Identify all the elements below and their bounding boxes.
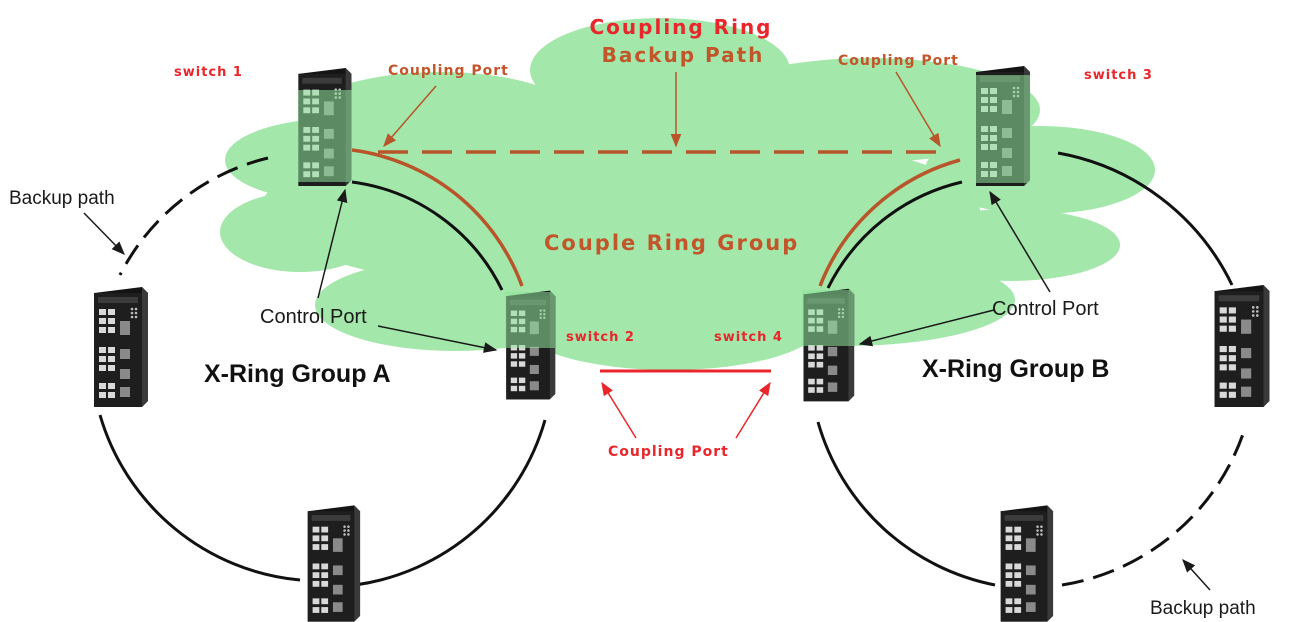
ring-a-backup-segment xyxy=(118,156,269,276)
ring-b-top-left-arc xyxy=(826,180,963,289)
couple-ring-cloud xyxy=(220,18,1155,370)
arrow-coupling-port-4 xyxy=(735,381,771,439)
ring-a-bottom-right-arc xyxy=(354,419,547,587)
coupling-port-label-1: Coupling Port xyxy=(388,63,509,79)
cloud-overlay-on-switches xyxy=(298,75,1030,348)
arrow-backup-path-a xyxy=(83,212,125,255)
switch-device-icon-bottom-a xyxy=(307,505,361,622)
ring-b-top-right-arc xyxy=(1057,151,1234,286)
ring-b-bottom-left-arc xyxy=(816,421,996,587)
control-port-label-a: Control Port xyxy=(260,306,367,328)
ring-a-bottom-left-arc xyxy=(98,414,301,582)
coupling-ring-title-line2: Backup Path xyxy=(602,43,765,67)
arrow-control-port-a-switch2 xyxy=(377,325,498,353)
coupling-port-label-bottom: Coupling Port xyxy=(608,444,729,460)
ring-a-top-right-arc xyxy=(351,180,504,291)
arrow-backup-path-b xyxy=(1182,558,1211,591)
switch-3-label: switch 3 xyxy=(1084,68,1153,83)
switch-2-label: switch 2 xyxy=(566,330,635,345)
coupling-links xyxy=(351,148,961,287)
control-port-label-b: Control Port xyxy=(992,298,1099,320)
group-b-label: X-Ring Group B xyxy=(922,355,1109,383)
arrow-control-port-b-switch3 xyxy=(989,190,1051,293)
arrow-coupling-port-2 xyxy=(601,381,637,439)
switch-4-label: switch 4 xyxy=(714,330,783,345)
switch-device-icon-left xyxy=(94,287,148,407)
ring-group-a xyxy=(98,156,547,587)
arrow-coupling-port-1 xyxy=(383,85,437,148)
arrow-control-port-b-switch4 xyxy=(858,309,995,347)
coupling-port-label-3: Coupling Port xyxy=(838,53,959,69)
arrow-coupling-port-3 xyxy=(895,71,941,148)
switch-device-icon-bottom-b xyxy=(1000,505,1054,622)
coupling-ring-title-line1: Coupling Ring xyxy=(589,15,772,39)
backup-path-label-b: Backup path xyxy=(1150,598,1256,619)
ring-group-b xyxy=(816,151,1247,587)
switch-device-icon-right xyxy=(1214,285,1270,407)
ring-b-backup-segment xyxy=(1061,427,1247,587)
coupling-arc-switch3-switch4 xyxy=(818,158,961,287)
coupling-arc-switch1-switch2 xyxy=(351,148,524,287)
arrow-control-port-a-switch1 xyxy=(317,188,348,299)
switch-1-label: switch 1 xyxy=(174,65,243,80)
backup-path-label-a: Backup path xyxy=(9,188,115,209)
group-a-label: X-Ring Group A xyxy=(204,360,391,388)
couple-ring-group-label: Couple Ring Group xyxy=(544,231,799,255)
